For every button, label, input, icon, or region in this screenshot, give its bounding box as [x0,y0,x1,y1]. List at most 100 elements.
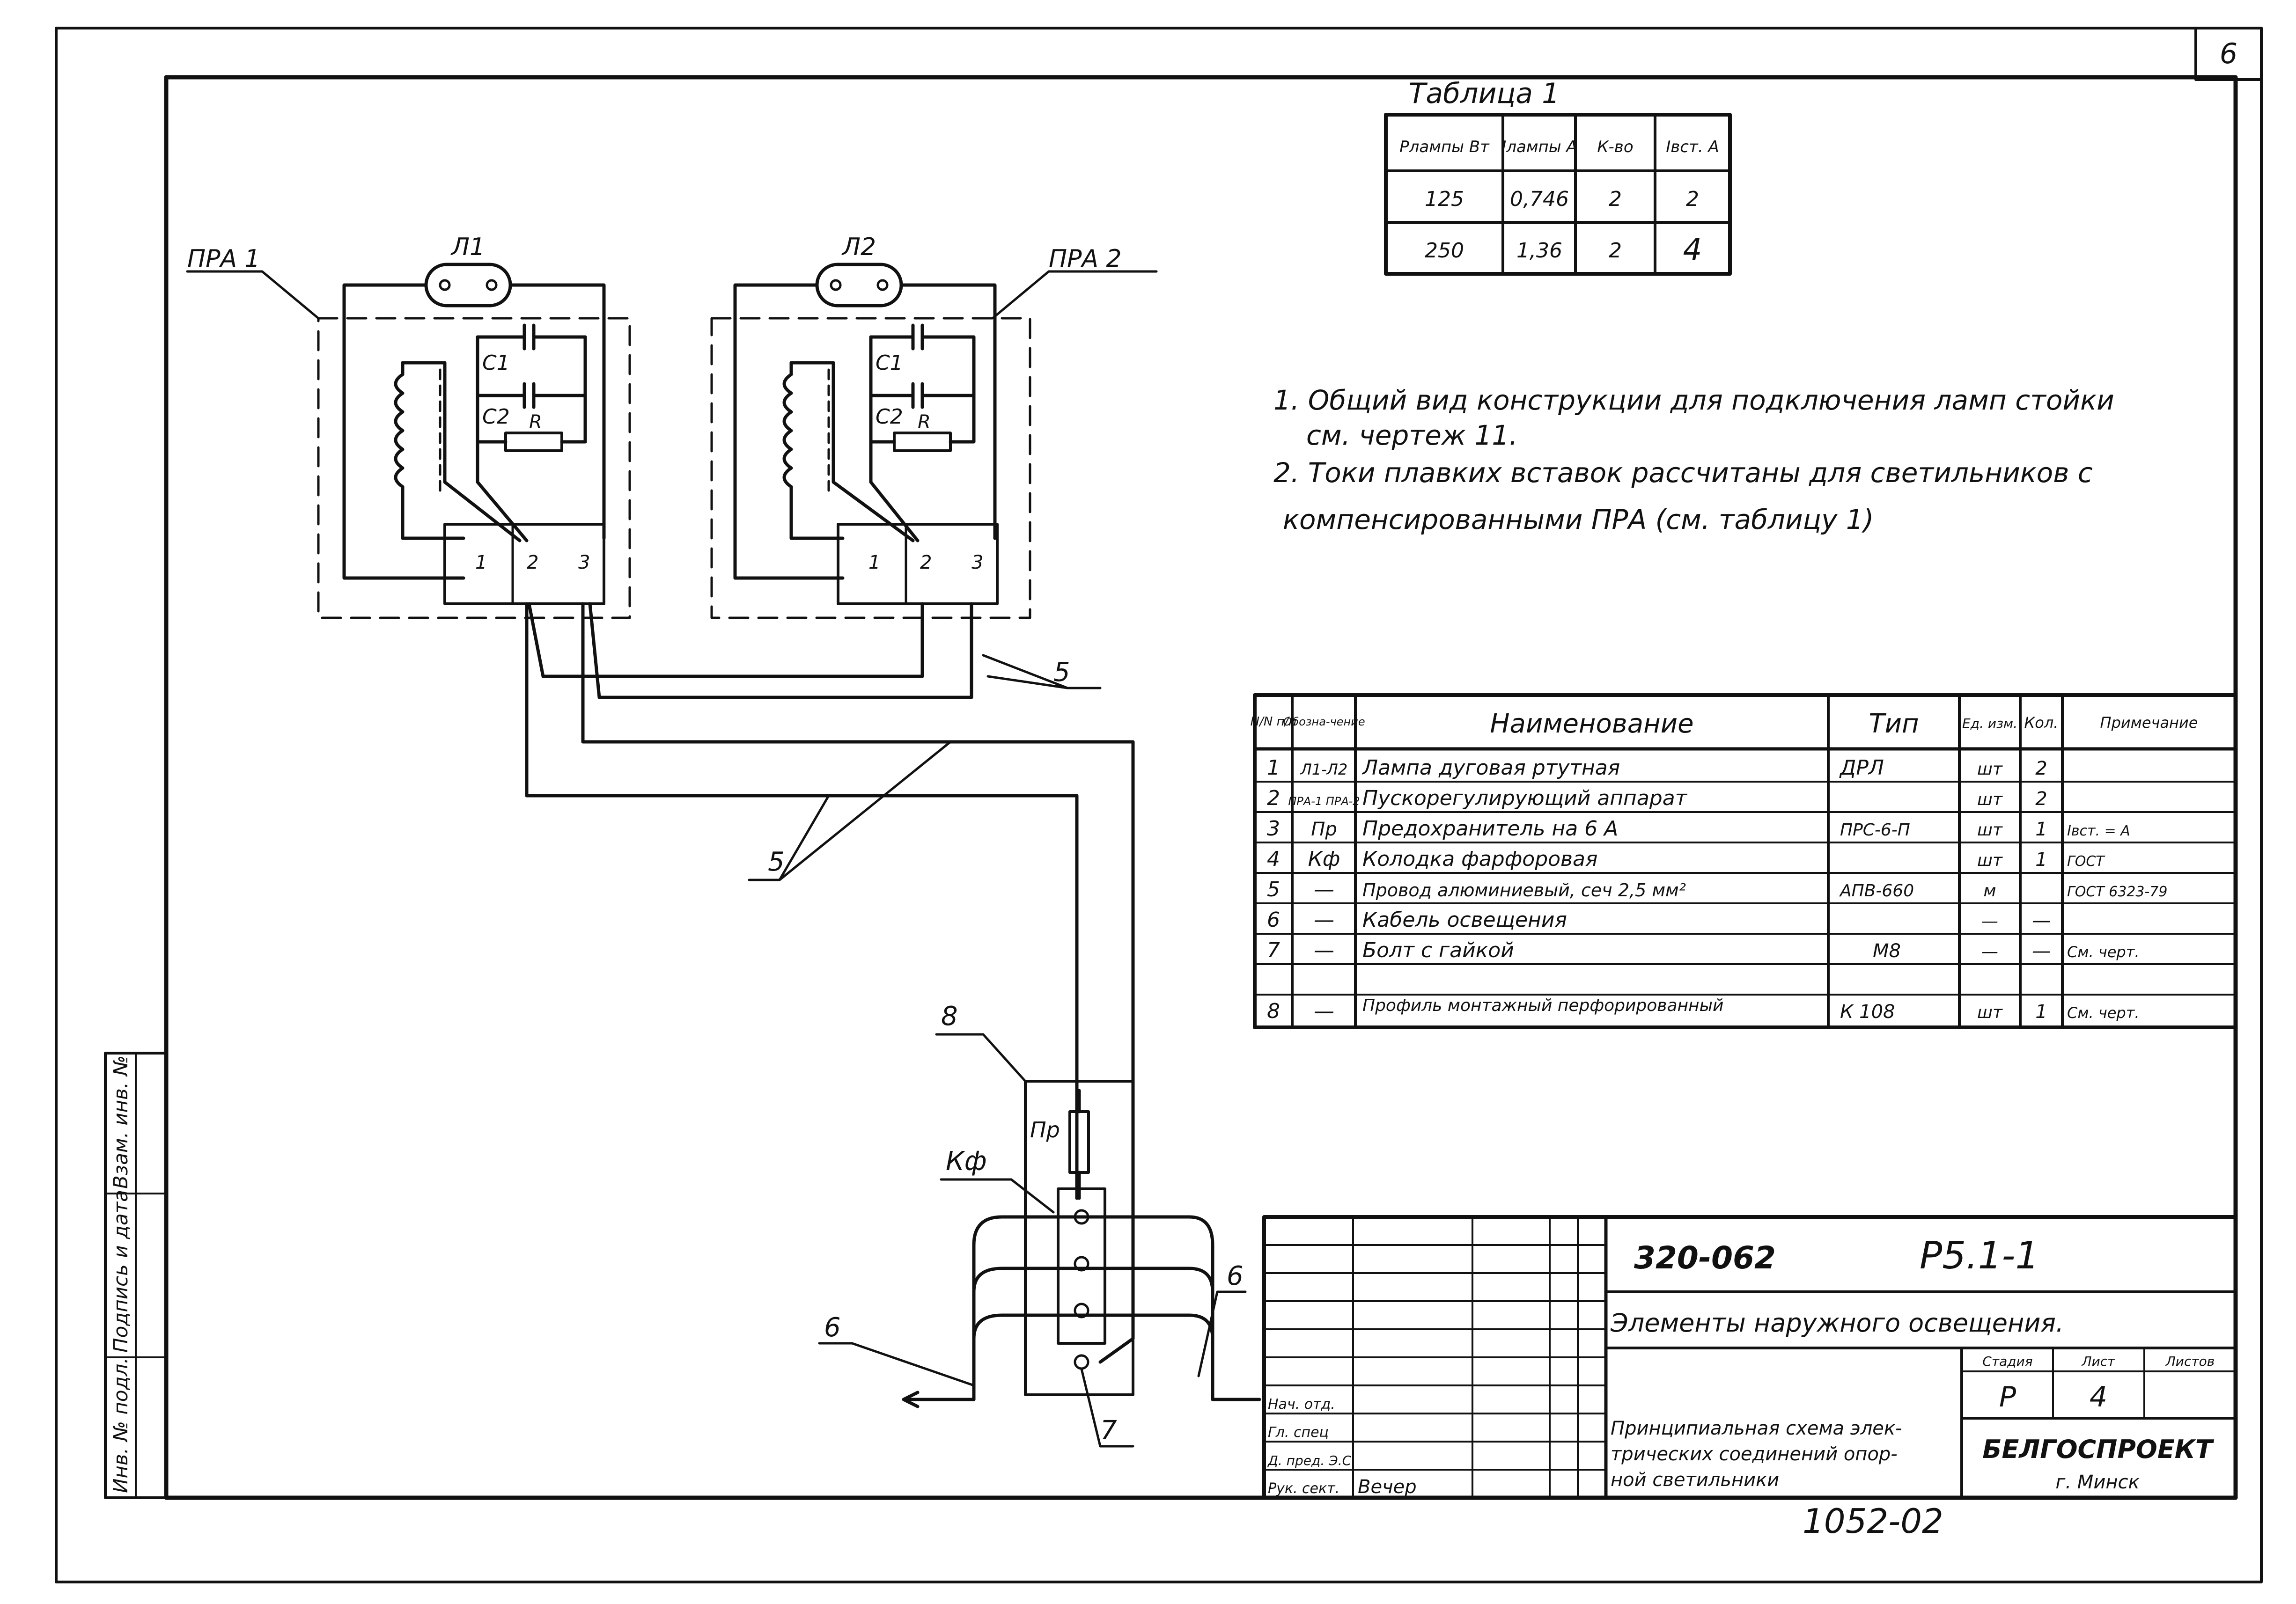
pra-2-label: ПРА 2 [1049,245,1122,273]
table-1-cell: 2 [1686,187,1699,211]
role-label: Д. пред. Э.С. [1267,1453,1355,1468]
terminal-label: 1 [475,552,487,573]
terminal-block-2 [837,523,999,605]
c2-label: С2 [876,405,903,429]
drawing-title-line: ной светильники [1611,1469,1779,1491]
spec-cell: шт [1977,790,2003,809]
sheet-code: Р5.1-1 [1920,1234,2039,1277]
table-1-header: К-во [1597,138,1633,156]
profile-8 [1024,1080,1134,1396]
table-1-cell: 2 [1609,239,1622,263]
spec-cell: — [2032,940,2051,962]
wire [525,602,1079,1200]
spec-cell: ГОСТ 6323-79 [2067,884,2167,900]
cable [972,1215,1214,1401]
inner-frame [164,75,2238,1500]
spec-cell: 2 [2035,788,2047,810]
note-line: см. чертеж 11. [1306,419,1518,451]
spec-cell: — [1981,942,1998,961]
table-1-cell: 125 [1425,187,1464,211]
order-number: 1052-02 [1803,1501,1943,1541]
spec-row: 8 — Профиль монтажный перфорированный К … [1267,996,2140,1023]
spec-cell: 1 [2035,819,2047,840]
spec-cell: 5 [1267,878,1280,901]
spec-cell: См. черт. [2067,1004,2140,1022]
terminal-label: 3 [971,552,983,573]
callout-6: 6 [824,1312,841,1343]
pra-1-enclosure [317,317,631,619]
table-1-caption: Таблица 1 [1409,77,1560,110]
resistor-1 [504,432,563,452]
stage-header: Лист [2082,1354,2116,1369]
spec-cell: См. черт. [2067,943,2140,961]
spec-cell: — [1314,878,1334,901]
spec-header: Тип [1869,709,1919,739]
pra-2-enclosure [710,317,1031,619]
stage-header: Стадия [1982,1354,2032,1369]
cable [972,1267,1214,1294]
side-label-inv: Инв. № подл. [109,1357,132,1493]
drawing-title-line: Принципиальная схема элек- [1611,1418,1902,1439]
terminal-label: 3 [578,552,590,573]
doc-code: 320-062 [1634,1240,1776,1276]
spec-cell: 3 [1267,817,1280,841]
wire [581,602,1135,1364]
role-label: Гл. спец [1268,1424,1329,1441]
signer-name: Вечер [1358,1476,1417,1498]
role-label: Рук. сект. [1268,1480,1339,1497]
spec-cell: шт [1977,1003,2003,1022]
spec-cell: шт [1977,760,2003,779]
terminal-block-1 [443,523,605,605]
spec-cell: 8 [1267,999,1280,1023]
spec-cell: 2 [1267,786,1280,810]
choke-1-coil [394,361,405,503]
note-line: 1. Общий вид конструкции для подключения… [1273,384,2114,416]
role-label: Нач. отд. [1268,1396,1335,1413]
spec-cell: К 108 [1840,1001,1895,1023]
spec-header: Кол. [2024,714,2059,732]
side-label-replace: Взам. инв. № [109,1055,132,1189]
spec-cell: Болт с гайкой [1362,938,1514,962]
outer-frame [55,27,2263,1583]
wiring: 5 5 [525,602,1135,1364]
fuse [1068,1110,1090,1174]
lamp-2 [815,263,903,308]
spec-cell: Предохранитель на 6 А [1362,817,1618,841]
block-label: Кф [946,1146,987,1177]
spec-cell: Пр [1311,819,1337,840]
table-1-header: Рлампы Вт [1399,138,1490,156]
spec-header: Наименование [1490,709,1693,739]
table-1-cell: 1,36 [1516,239,1562,263]
stage-value: Р [1999,1381,2016,1414]
spec-cell: Кф [1308,847,1340,871]
c1-label: С1 [876,351,903,375]
spec-cell: 6 [1267,908,1280,932]
c1-label: С1 [482,351,510,375]
object-title: Элементы наружного освещения. [1610,1308,2064,1338]
terminal-label: 2 [527,552,538,573]
spec-cell: — [1981,912,1998,931]
title-block: Нач. отд. Гл. спец Д. пред. Э.С. Рук. се… [1262,1215,2237,1541]
pra-1-label: ПРА 1 [187,245,260,273]
table-1-header: Iвст. А [1666,138,1719,156]
lamp-1-label: Л1 [450,233,485,261]
table-1-cell: 0,746 [1510,187,1569,211]
spec-cell: Л1-Л2 [1300,761,1347,778]
spec-cell: АПВ-660 [1839,881,1914,901]
spec-cell: — [1314,908,1334,932]
spec-cell: 2 [2035,758,2047,779]
org-city: г. Минск [2055,1472,2139,1493]
sheet-value: 4 [2090,1381,2107,1414]
table-1-cell: 2 [1609,187,1622,211]
drawing-title-line: трических соединений опор- [1611,1443,1898,1465]
spec-cell: ПРА-1 ПРА-2 [1288,795,1360,808]
terminal-label: 2 [920,552,932,573]
spec-cell: шт [1977,820,2003,840]
wire [527,602,924,678]
callout-6: 6 [1227,1261,1244,1291]
spec-cell: 1 [1267,756,1280,780]
callout-8: 8 [941,1001,958,1032]
spec-table: N/N п/п Обозна-чение Наименование Тип Ед… [1251,693,2237,1029]
note-line: компенсированными ПРА (см. таблицу 1) [1283,504,1874,535]
